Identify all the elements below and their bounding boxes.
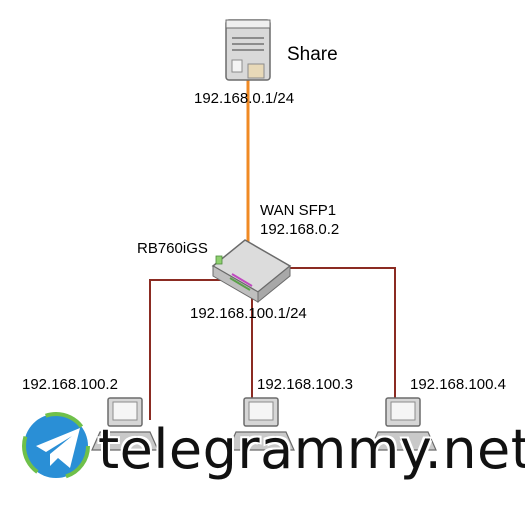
watermark-text: telegrammy.net — [98, 418, 525, 481]
router-wan-ip-label: 192.168.0.2 — [260, 221, 340, 238]
server-name-label: Share — [287, 44, 338, 65]
pc2-ip-label: 192.168.100.3 — [257, 376, 353, 393]
pc3-icon — [369, 397, 437, 451]
server-ip-label: 192.168.0.1/24 — [194, 90, 295, 107]
router-icon — [211, 239, 292, 304]
pc1-icon — [91, 397, 159, 451]
router-name-label: RB760iGS — [137, 240, 208, 257]
link-router-pc1 — [149, 279, 235, 420]
pc1-ip-label: 192.168.100.2 — [22, 376, 118, 393]
pc3-ip-label: 192.168.100.4 — [410, 376, 506, 393]
router-lan-ip-label: 192.168.100.1/24 — [190, 305, 307, 322]
server-icon — [225, 19, 271, 81]
telegram-logo-icon — [22, 412, 90, 480]
router-wan-port-label: WAN SFP1 — [260, 202, 337, 219]
pc2-icon — [227, 397, 295, 451]
link-router-pc3 — [262, 267, 396, 410]
